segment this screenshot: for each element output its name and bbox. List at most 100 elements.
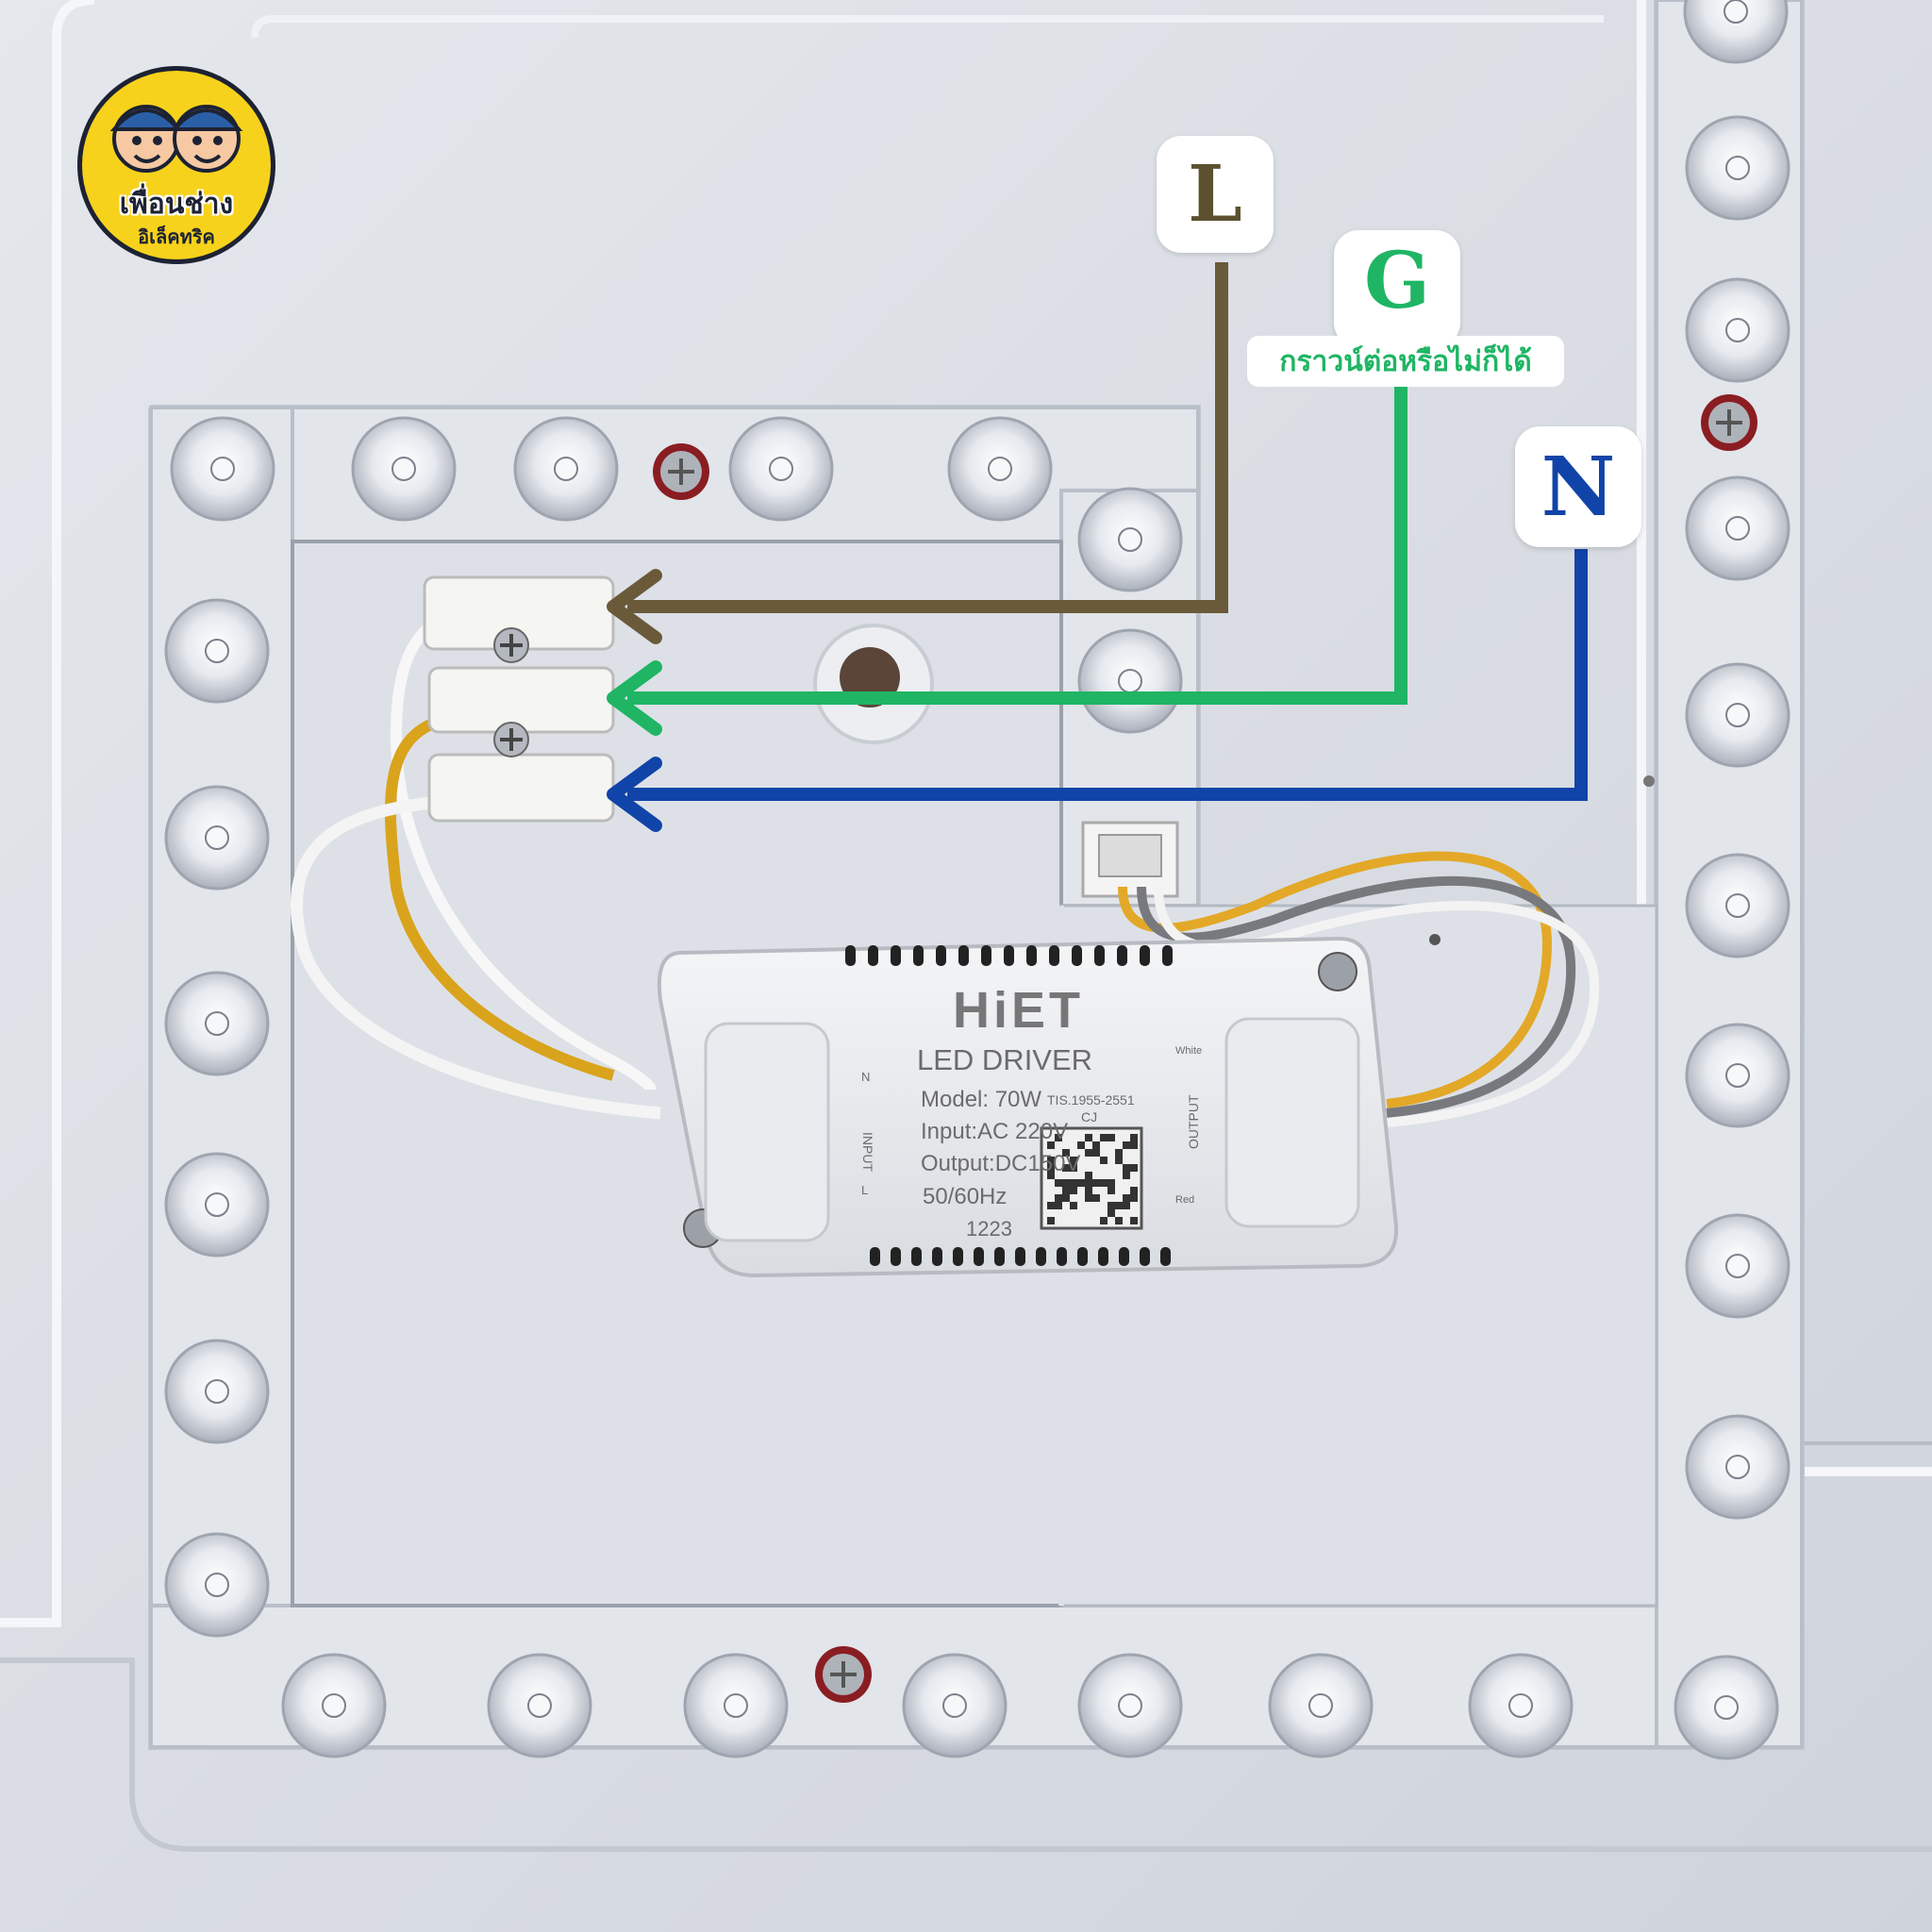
- vent-slot: [891, 945, 901, 966]
- qr-module: [1092, 1141, 1100, 1149]
- led-chip: [1725, 1254, 1750, 1278]
- qr-module: [1085, 1134, 1092, 1141]
- driver-cert: CJ: [1081, 1109, 1098, 1124]
- qr-module: [1130, 1141, 1138, 1149]
- led-chip: [1118, 527, 1142, 552]
- qr-module: [1123, 1194, 1130, 1202]
- driver-standard: TIS.1955-2551: [1047, 1092, 1135, 1108]
- led-chip: [942, 1693, 967, 1718]
- driver-n-terminal: N: [861, 1070, 871, 1084]
- led-chip: [1725, 1063, 1750, 1088]
- white-wire: [290, 795, 661, 1120]
- led-chip: [1725, 516, 1750, 541]
- live-arrowhead: [607, 569, 662, 644]
- qr-module: [1062, 1179, 1070, 1187]
- led-chip: [1725, 893, 1750, 918]
- qr-module: [1047, 1164, 1055, 1172]
- vent-slot: [1162, 945, 1173, 966]
- qr-module: [1062, 1187, 1070, 1194]
- strip-screw: [653, 443, 709, 500]
- qr-module: [1115, 1202, 1123, 1209]
- led-chip: [210, 457, 235, 481]
- qr-module: [1130, 1217, 1138, 1224]
- vent-slot: [1140, 1247, 1150, 1266]
- led-chip: [554, 457, 578, 481]
- qr-module: [1047, 1217, 1055, 1224]
- led-chip: [205, 1192, 229, 1217]
- qr-module: [1077, 1141, 1085, 1149]
- driver-output: Output:DC150V: [921, 1151, 1081, 1176]
- vent-slot: [1077, 1247, 1088, 1266]
- qr-module: [1092, 1194, 1100, 1202]
- vent-slot: [1117, 945, 1127, 966]
- qr-module: [1123, 1141, 1130, 1149]
- vent-slot: [1094, 945, 1105, 966]
- yellow-wire: [1118, 851, 1553, 1108]
- led-chip: [769, 457, 793, 481]
- neutral-wire-line: [627, 549, 1588, 801]
- vent-slot: [1004, 945, 1014, 966]
- driver-white-wire: White: [1175, 1045, 1203, 1057]
- led-chip: [1725, 156, 1750, 180]
- qr-module: [1100, 1179, 1108, 1187]
- qr-module: [1115, 1157, 1123, 1164]
- yellow-wire: [384, 711, 615, 1081]
- live-label: L: [1157, 136, 1274, 253]
- qr-module: [1070, 1202, 1077, 1209]
- led-chip: [205, 1379, 229, 1404]
- led-chip: [724, 1693, 748, 1718]
- qr-module: [1123, 1202, 1130, 1209]
- rivet: [1643, 775, 1655, 787]
- vent-slot: [1160, 1247, 1171, 1266]
- vent-slot: [932, 1247, 942, 1266]
- driver-product: LED DRIVER: [917, 1043, 1093, 1076]
- vent-slot: [1119, 1247, 1129, 1266]
- led-chip: [1118, 669, 1142, 693]
- panel-ridge: [0, 1657, 1932, 1852]
- qr-module: [1130, 1187, 1138, 1194]
- vent-slot: [845, 945, 856, 966]
- led-chip: [988, 457, 1012, 481]
- qr-module: [1047, 1157, 1055, 1164]
- led-chip: [1724, 0, 1748, 24]
- qr-module: [1108, 1187, 1115, 1194]
- led-chip: [205, 1573, 229, 1597]
- qr-module: [1092, 1179, 1100, 1187]
- qr-pattern: [1047, 1134, 1138, 1224]
- brand-logo: เพื่อนช่าง อิเล็คทริค: [77, 66, 275, 264]
- strip-screw: [1701, 394, 1757, 451]
- driver-red-wire: Red: [1175, 1194, 1195, 1206]
- qr-module: [1123, 1172, 1130, 1179]
- qr-module: [1130, 1134, 1138, 1141]
- mascot-faces-icon: [109, 105, 243, 173]
- led-chip: [1725, 1455, 1750, 1479]
- qr-module: [1100, 1134, 1108, 1141]
- led-chip: [1118, 1693, 1142, 1718]
- ground-arrowhead: [607, 660, 662, 736]
- qr-module: [1108, 1202, 1115, 1209]
- strip-screw: [815, 1646, 872, 1703]
- qr-module: [1100, 1217, 1108, 1224]
- vent-slot: [1140, 945, 1150, 966]
- qr-module: [1085, 1149, 1092, 1157]
- vent-slot: [868, 945, 878, 966]
- driver-model: Model: 70W: [921, 1087, 1042, 1112]
- ground-note: กราวน์ต่อหรือไม่ก็ได้: [1247, 336, 1564, 387]
- vent-slot: [911, 1247, 922, 1266]
- vent-slot: [958, 945, 969, 966]
- driver-brand: HiET: [953, 982, 1085, 1039]
- logo-title: เพื่อนช่าง: [119, 188, 234, 221]
- vent-slot: [994, 1247, 1005, 1266]
- live-wire-line: [627, 262, 1228, 613]
- qr-module: [1070, 1164, 1077, 1172]
- vent-slot: [913, 945, 924, 966]
- white-wire: [390, 607, 657, 1092]
- qr-module: [1062, 1164, 1070, 1172]
- driver-input-side: INPUT: [860, 1132, 875, 1172]
- ground-label: G: [1334, 230, 1460, 347]
- qr-module: [1070, 1157, 1077, 1164]
- qr-module: [1085, 1172, 1092, 1179]
- qr-module: [1062, 1194, 1070, 1202]
- qr-module: [1077, 1179, 1085, 1187]
- qr-module: [1115, 1149, 1123, 1157]
